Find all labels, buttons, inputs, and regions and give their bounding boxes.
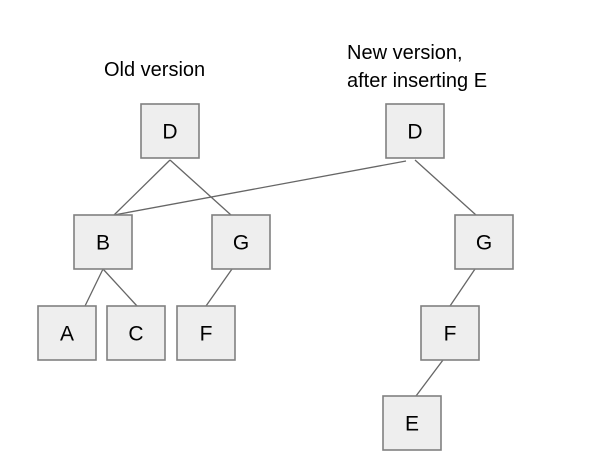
node-old-g-box[interactable] xyxy=(211,214,271,270)
node-old-a-box[interactable] xyxy=(37,305,97,361)
node-new-d[interactable]: D xyxy=(385,103,445,159)
node-old-d[interactable]: D xyxy=(140,103,200,159)
edge-old-d-to-old-g xyxy=(169,159,232,216)
nodes-group-new-version: D G F E xyxy=(382,103,514,451)
node-new-g[interactable]: G xyxy=(454,214,514,270)
edge-old-b-to-old-c xyxy=(102,268,138,307)
node-new-f[interactable]: F xyxy=(420,305,480,361)
title-new-version-line1: New version, xyxy=(347,42,463,64)
nodes-group-old-version: D B G A C F xyxy=(37,103,271,361)
node-new-g-label: G xyxy=(476,232,492,255)
node-old-g-label: G xyxy=(233,232,249,255)
node-old-c-box[interactable] xyxy=(106,305,166,361)
node-old-f-label: F xyxy=(200,323,213,346)
node-old-f[interactable]: F xyxy=(176,305,236,361)
edges-group xyxy=(84,159,477,397)
node-new-e-label: E xyxy=(405,413,419,436)
node-old-c-label: C xyxy=(128,323,143,346)
node-new-f-label: F xyxy=(444,323,457,346)
node-old-f-box[interactable] xyxy=(176,305,236,361)
node-old-c[interactable]: C xyxy=(106,305,166,361)
node-old-d-label: D xyxy=(162,121,177,144)
edge-old-b-to-old-a xyxy=(84,268,104,307)
title-old-version: Old version xyxy=(104,59,205,81)
node-new-d-box[interactable] xyxy=(385,103,445,159)
edge-new-d-to-new-g xyxy=(414,159,477,216)
node-old-b-box[interactable] xyxy=(73,214,133,270)
edge-old-g-to-old-f xyxy=(205,268,233,307)
node-old-d-box[interactable] xyxy=(140,103,200,159)
edge-new-d-to-old-b-shared xyxy=(113,160,407,216)
node-new-f-box[interactable] xyxy=(420,305,480,361)
node-old-b[interactable]: B xyxy=(73,214,133,270)
titles-group: Old version New version, after inserting… xyxy=(104,42,487,92)
node-old-b-label: B xyxy=(96,232,110,255)
node-old-a-label: A xyxy=(60,323,74,346)
edge-old-d-to-old-b xyxy=(113,159,171,216)
node-old-a[interactable]: A xyxy=(37,305,97,361)
node-new-e[interactable]: E xyxy=(382,395,442,451)
edge-new-g-to-new-f xyxy=(449,268,476,307)
title-new-version-line2: after inserting E xyxy=(347,70,487,92)
node-new-g-box[interactable] xyxy=(454,214,514,270)
node-new-d-label: D xyxy=(407,121,422,144)
node-old-g[interactable]: G xyxy=(211,214,271,270)
edge-new-f-to-new-e xyxy=(415,359,444,397)
node-new-e-box[interactable] xyxy=(382,395,442,451)
